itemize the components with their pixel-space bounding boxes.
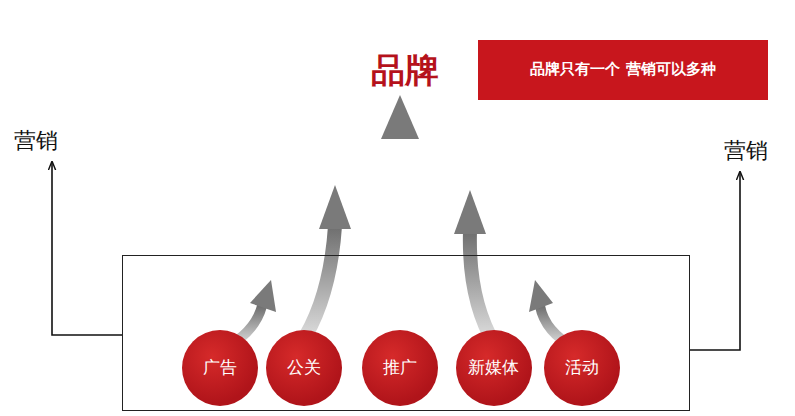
note-box: 品牌只有一个 营销可以多种	[478, 40, 768, 100]
node-text: 公关	[287, 356, 321, 379]
connector-arrow	[690, 172, 740, 350]
title-text: 品牌	[371, 48, 439, 94]
node-text: 营销	[724, 136, 768, 166]
node-text: 新媒体	[468, 356, 519, 379]
node-text: 广告	[203, 356, 237, 379]
rising-arrows	[225, 136, 575, 348]
channel-circle: 新媒体	[456, 330, 532, 406]
arrow-heads	[250, 95, 553, 312]
channel-circle: 公关	[266, 330, 342, 406]
channel-circle: 推广	[362, 330, 438, 406]
node-text: 营销	[14, 126, 58, 156]
channel-circle: 活动	[544, 330, 620, 406]
side-label-box: 营销	[12, 124, 60, 158]
channel-frame: 广告 公关 推广 新媒体 活动	[122, 255, 690, 411]
node-text: 品牌只有一个 营销可以多种	[530, 59, 715, 81]
node-text: 活动	[565, 356, 599, 379]
channel-circle: 广告	[182, 330, 258, 406]
connector-arrow	[52, 162, 122, 335]
node-text: 推广	[383, 356, 417, 379]
side-label-box: 营销	[722, 134, 770, 168]
